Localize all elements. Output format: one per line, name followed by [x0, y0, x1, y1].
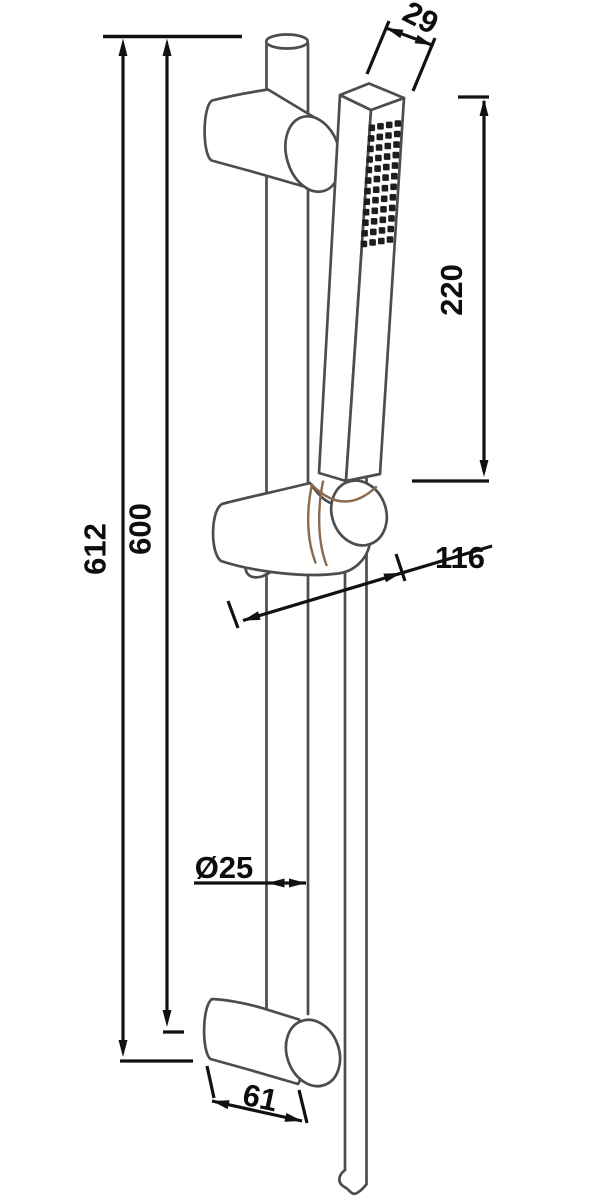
nozzle-grid: [360, 120, 402, 248]
dim-rail-length: 600: [123, 38, 184, 1034]
nozzle-dot: [362, 208, 370, 216]
nozzle-dot: [387, 225, 394, 233]
bottom-wall-bracket: [202, 997, 342, 1088]
nozzle-dot: [366, 156, 373, 163]
dim-overall-height: 612: [78, 38, 193, 1063]
top-wall-bracket: [203, 88, 342, 194]
nozzle-dot: [375, 144, 383, 151]
nozzle-dot: [369, 239, 376, 246]
nozzle-dot: [391, 172, 398, 180]
nozzle-dot: [384, 142, 392, 150]
slider-bracket: [211, 479, 389, 579]
nozzle-dot: [388, 204, 396, 212]
nozzle-dot: [371, 207, 379, 215]
nozzle-dot: [393, 141, 400, 148]
nozzle-dot: [390, 183, 397, 191]
nozzle-dot: [393, 130, 401, 138]
nozzle-dot: [383, 153, 391, 160]
nozzle-dot: [378, 237, 385, 245]
dim-handset-length: 220: [412, 95, 489, 483]
nozzle-dot: [389, 194, 397, 201]
shower-hose: [337, 474, 368, 1196]
hand-shower-top-face: [338, 82, 406, 112]
hose-break-squiggle: [337, 1168, 368, 1196]
nozzle-dot: [368, 124, 376, 132]
label-rail-length: 600: [123, 503, 158, 555]
nozzle-dot: [373, 175, 381, 183]
label-rail-diameter: Ø25: [195, 850, 254, 885]
nozzle-dot: [362, 219, 369, 226]
dim-rail-diameter: Ø25: [194, 850, 306, 888]
label-bracket-width: 61: [240, 1077, 281, 1118]
nozzle-dot: [372, 196, 379, 204]
nozzle-dot: [380, 195, 388, 203]
nozzle-dot: [377, 123, 384, 130]
nozzle-dot: [380, 206, 387, 213]
nozzle-dot: [374, 165, 381, 172]
nozzle-dot: [367, 145, 374, 153]
nozzle-dot: [363, 198, 371, 205]
nozzle-dot: [370, 218, 378, 225]
nozzle-dot: [372, 186, 380, 193]
handset-cup-front-rim: [310, 483, 378, 503]
nozzle-dot: [370, 228, 377, 236]
nozzle-dot: [392, 151, 400, 159]
nozzle-dot: [367, 135, 375, 142]
nozzle-dot: [381, 184, 389, 192]
nozzle-dot: [365, 166, 373, 174]
nozzle-dot: [385, 121, 393, 129]
nozzle-dot: [391, 162, 399, 169]
dim-slider-projection: 116: [226, 540, 493, 629]
nozzle-dot: [376, 133, 384, 141]
nozzle-dot: [383, 163, 390, 171]
dim-handset-width: 29: [365, 0, 444, 92]
label-handset-length: 220: [434, 264, 469, 316]
nozzle-dot: [386, 236, 394, 243]
slider-ring-accent-2: [317, 480, 328, 567]
label-slider-projection: 116: [435, 540, 485, 575]
slider-ring-accent: [306, 483, 317, 564]
nozzle-dot: [394, 120, 402, 127]
dim-bracket-width: 61: [205, 1065, 309, 1124]
nozzle-dot: [375, 154, 382, 162]
nozzle-dot: [364, 187, 371, 195]
label-overall-height: 612: [78, 523, 113, 575]
nozzle-dot: [379, 216, 387, 224]
nozzle-dot: [378, 227, 386, 234]
nozzle-dot: [361, 230, 368, 237]
nozzle-dot: [364, 177, 372, 184]
nozzle-dot: [360, 240, 368, 248]
nozzle-dot: [388, 215, 395, 222]
nozzle-dot: [385, 132, 392, 139]
hand-shower: [317, 82, 406, 483]
nozzle-dot: [382, 174, 389, 181]
